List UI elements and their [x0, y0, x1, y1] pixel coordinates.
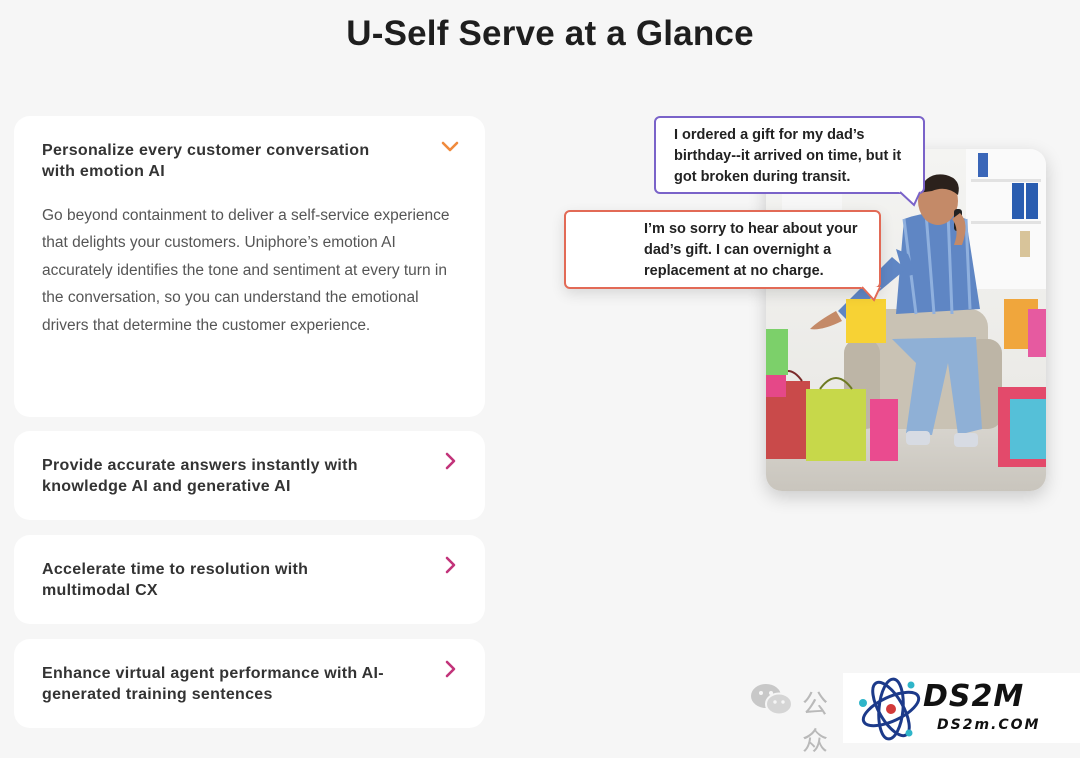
accordion-item-multimodal-cx[interactable]: Accelerate time to resolution with multi… [14, 535, 485, 624]
wechat-icon [751, 684, 793, 716]
accordion-item-title[interactable]: Accelerate time to resolution with multi… [42, 561, 309, 599]
customer-message-bubble: I ordered a gift for my dad’s birthday--… [654, 116, 925, 194]
ds2m-url-text: DS2m.COM [937, 717, 1041, 733]
agent-message-text: I’m so sorry to hear about your dad’s gi… [644, 221, 858, 279]
chevron-right-icon[interactable] [441, 452, 459, 470]
accordion-item-training-sentences[interactable]: Enhance virtual agent performance with A… [14, 639, 485, 728]
ds2m-watermark: DS2M DS2m.COM [843, 673, 1080, 743]
accordion-item-title[interactable]: Provide accurate answers instantly with … [42, 457, 358, 495]
chevron-down-icon[interactable] [441, 138, 459, 156]
bubble-tail [899, 191, 921, 207]
chevron-right-icon[interactable] [441, 660, 459, 678]
wechat-watermark: 公众 [750, 682, 845, 757]
agent-message-bubble: I’m so sorry to hear about your dad’s gi… [564, 210, 881, 289]
wechat-watermark-text: 公众 [802, 690, 829, 757]
voice-waveform-icon [581, 231, 627, 269]
accordion-item-emotion-ai[interactable]: Personalize every customer conversation … [14, 116, 485, 417]
page-title: U-Self Serve at a Glance [346, 14, 754, 53]
ds2m-logo-text: DS2M [923, 679, 1025, 714]
accordion-item-body: Go beyond containment to deliver a self-… [42, 207, 450, 334]
chevron-right-icon[interactable] [441, 556, 459, 574]
customer-message-text: I ordered a gift for my dad’s birthday--… [674, 127, 902, 185]
accordion-item-title[interactable]: Personalize every customer conversation … [42, 142, 370, 180]
accordion-item-title[interactable]: Enhance virtual agent performance with A… [42, 665, 384, 703]
atom-logo-icon [859, 677, 921, 741]
bubble-tail [861, 286, 881, 302]
accordion-item-knowledge-ai[interactable]: Provide accurate answers instantly with … [14, 431, 485, 520]
